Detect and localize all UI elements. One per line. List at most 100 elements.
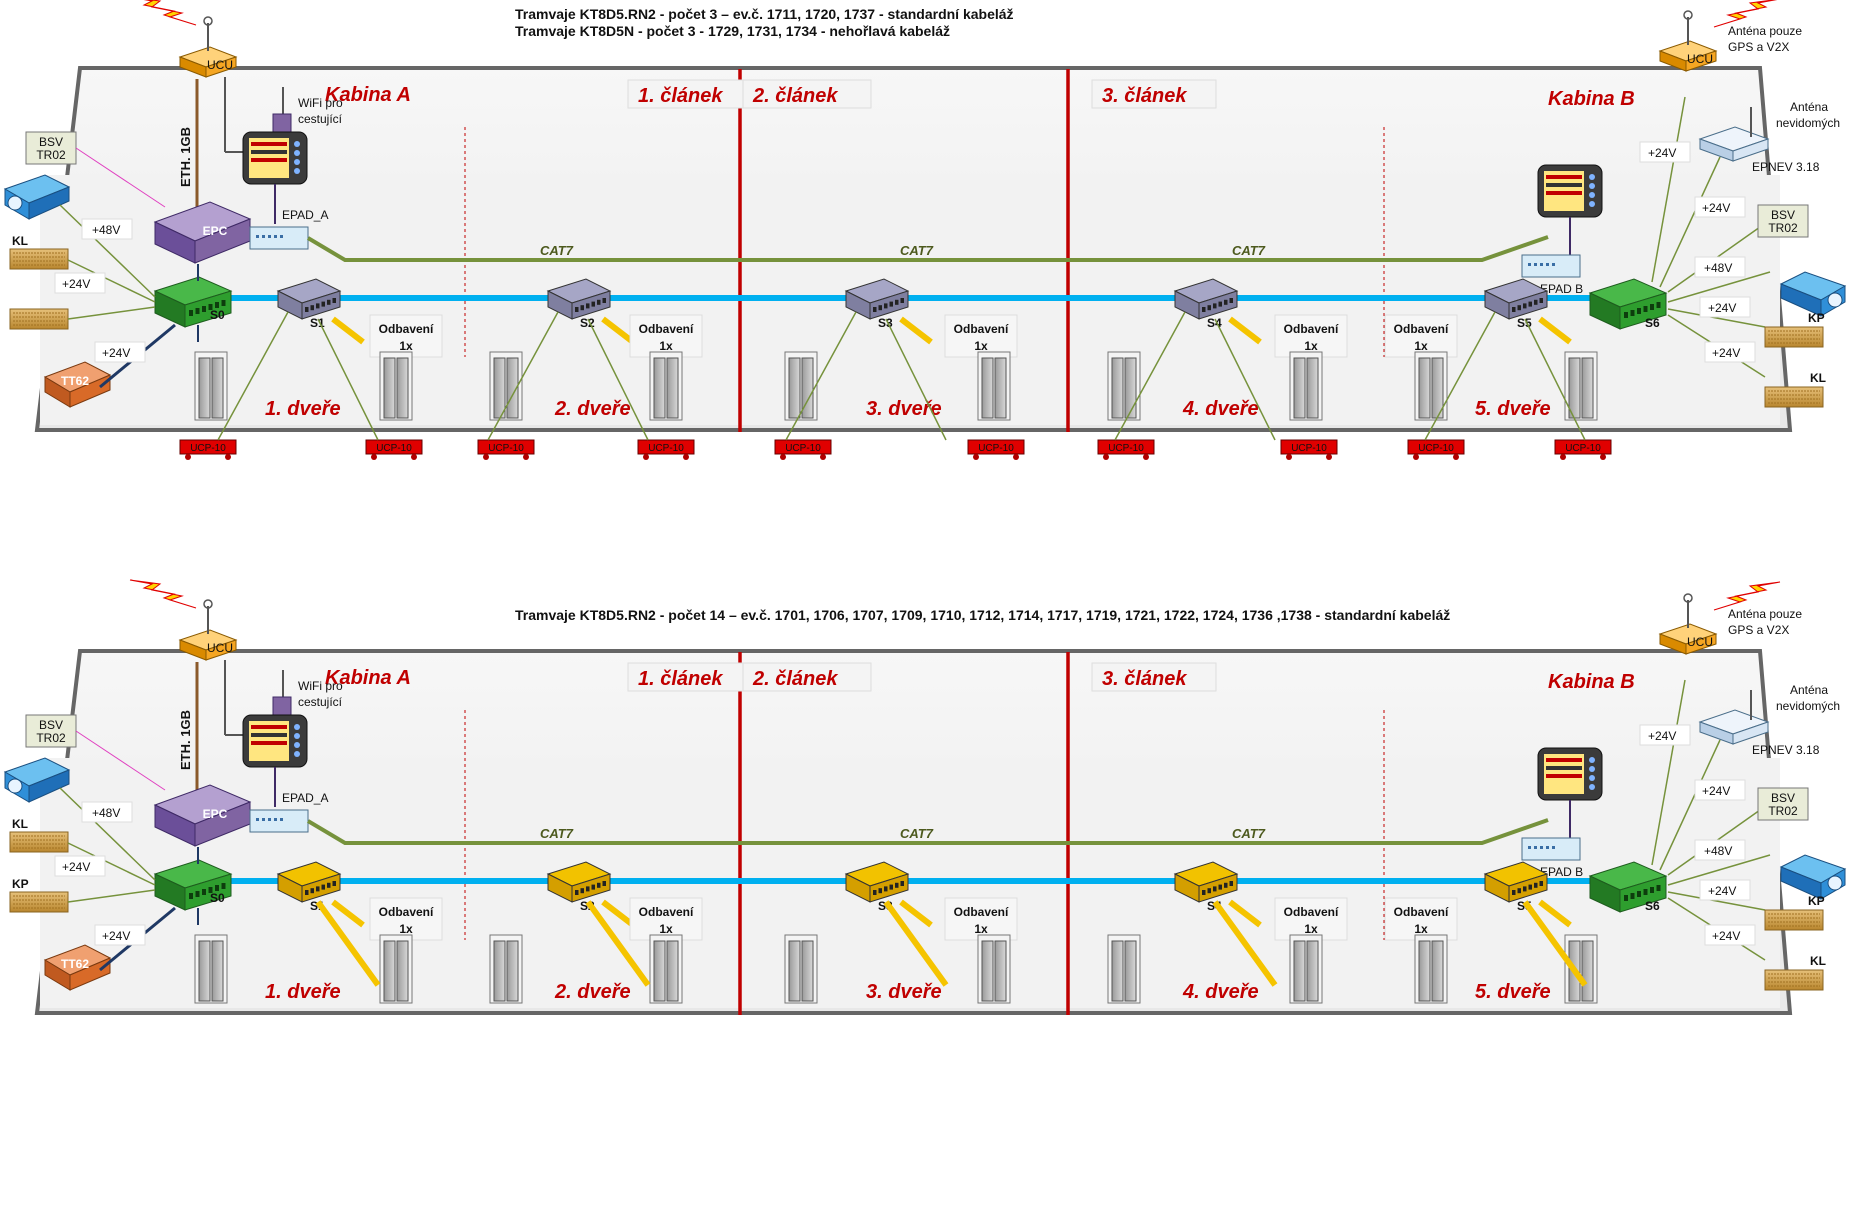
odbaveni-label: 1x	[1414, 339, 1428, 353]
door-leaf	[493, 940, 506, 1002]
switch-port	[310, 305, 314, 311]
switch-port	[321, 301, 325, 307]
odbaveni-label: 1x	[399, 922, 413, 936]
switch-port	[1517, 305, 1521, 311]
ucp-foot	[1326, 454, 1332, 460]
switch-port	[1650, 887, 1654, 893]
ucp-foot	[483, 454, 489, 460]
epad-led	[256, 818, 259, 821]
door-leaf	[653, 940, 666, 1002]
voltage-label: +24V	[1708, 884, 1736, 898]
epad-led	[256, 235, 259, 238]
tablet-button	[1589, 757, 1595, 763]
tablet-row	[251, 733, 287, 737]
switch-s6-label: S6	[1645, 899, 1660, 913]
switch-s6	[1588, 278, 1668, 330]
projector-lens	[7, 195, 23, 211]
voltage-label: +24V	[1702, 784, 1730, 798]
ucp-body	[179, 439, 237, 455]
door-pair	[1564, 351, 1598, 421]
switch-port	[591, 301, 595, 307]
switch-port	[1656, 885, 1661, 891]
epad-a-label: EPAD_A	[282, 208, 328, 222]
cat7-cable	[306, 818, 1549, 845]
tablet-button	[294, 141, 300, 147]
ucp-unit: UCP-10	[967, 439, 1025, 460]
switch-front	[571, 290, 611, 320]
led-panel	[1764, 386, 1824, 408]
epad-led	[1552, 846, 1555, 849]
voltage-label: +24V	[1712, 346, 1740, 360]
tablet-button	[294, 733, 300, 739]
kp-right-label: KP	[1808, 311, 1825, 325]
odbaveni-label: Odbavení	[1394, 322, 1449, 336]
door-pair	[1289, 351, 1323, 421]
voltage-label: +24V	[102, 346, 130, 360]
wifi-label: WiFi pro	[298, 679, 343, 693]
odbaveni-label: 1x	[1414, 922, 1428, 936]
cable	[487, 311, 559, 441]
epad-led	[280, 235, 283, 238]
switch-port	[202, 889, 206, 895]
led-panel	[1764, 909, 1824, 931]
odbaveni-label: 1x	[974, 339, 988, 353]
switch-port	[189, 310, 193, 316]
odbaveni-cable	[331, 899, 365, 928]
tablet-row	[251, 150, 287, 154]
odbaveni-cable	[601, 899, 635, 928]
switch-port	[586, 886, 590, 892]
antenna-tip	[1683, 10, 1693, 20]
projector-icon	[1779, 854, 1847, 900]
odbaveni-box	[1384, 314, 1458, 358]
ucu-router: UCU	[178, 599, 238, 661]
epad-led	[1534, 846, 1537, 849]
ucp-unit: UCP-10	[774, 439, 832, 460]
voltage-label: +24V	[102, 929, 130, 943]
epad-led	[1546, 263, 1549, 266]
epad-led	[1528, 263, 1531, 266]
door-leaf	[1581, 357, 1594, 419]
switch-port	[195, 891, 200, 897]
tablet-row	[1546, 191, 1582, 195]
kl-label: KL	[12, 234, 28, 248]
switch-port	[1207, 888, 1211, 894]
door-leaf	[1418, 940, 1431, 1002]
door-leaf	[1111, 940, 1124, 1002]
ucp-foot	[1600, 454, 1606, 460]
cabin-a-label: Kabina A	[325, 84, 411, 106]
epnev-front	[1732, 721, 1769, 745]
odbaveni-cable	[315, 900, 381, 987]
voltage-label: +48V	[92, 806, 120, 820]
tablet-button	[294, 742, 300, 748]
switch-port	[202, 306, 206, 312]
diagram-title: Tramvaje KT8D5.RN2 - počet 3 – ev.č. 171…	[515, 6, 1014, 22]
ucu-label: UCU	[1687, 635, 1713, 649]
door-leaf	[801, 357, 814, 419]
odbaveni-label: 1x	[659, 339, 673, 353]
switch-port	[221, 300, 226, 306]
epad-led	[268, 818, 271, 821]
voltage-tag	[1699, 296, 1751, 318]
door-label: 1. dveře	[265, 398, 341, 420]
door-leaf	[1431, 940, 1444, 1002]
switch-port	[1229, 881, 1233, 886]
switch-port	[1534, 299, 1538, 305]
switch-port	[1224, 299, 1228, 305]
ucp-label: UCP-10	[1108, 443, 1144, 454]
switch-port	[895, 299, 899, 305]
tablet-row	[1546, 766, 1582, 770]
voltage-label: +24V	[62, 277, 90, 291]
switch-front	[1619, 875, 1667, 913]
switch-port	[1637, 308, 1641, 314]
door-leaf	[211, 940, 224, 1002]
switch-port	[889, 301, 893, 307]
door-pair	[379, 934, 413, 1004]
voltage-label: +24V	[1702, 201, 1730, 215]
voltage-label: +24V	[1712, 929, 1740, 943]
projector-front	[1780, 866, 1822, 900]
switch-port	[1523, 303, 1527, 309]
switch-port	[889, 884, 893, 890]
switch-port	[208, 887, 213, 893]
